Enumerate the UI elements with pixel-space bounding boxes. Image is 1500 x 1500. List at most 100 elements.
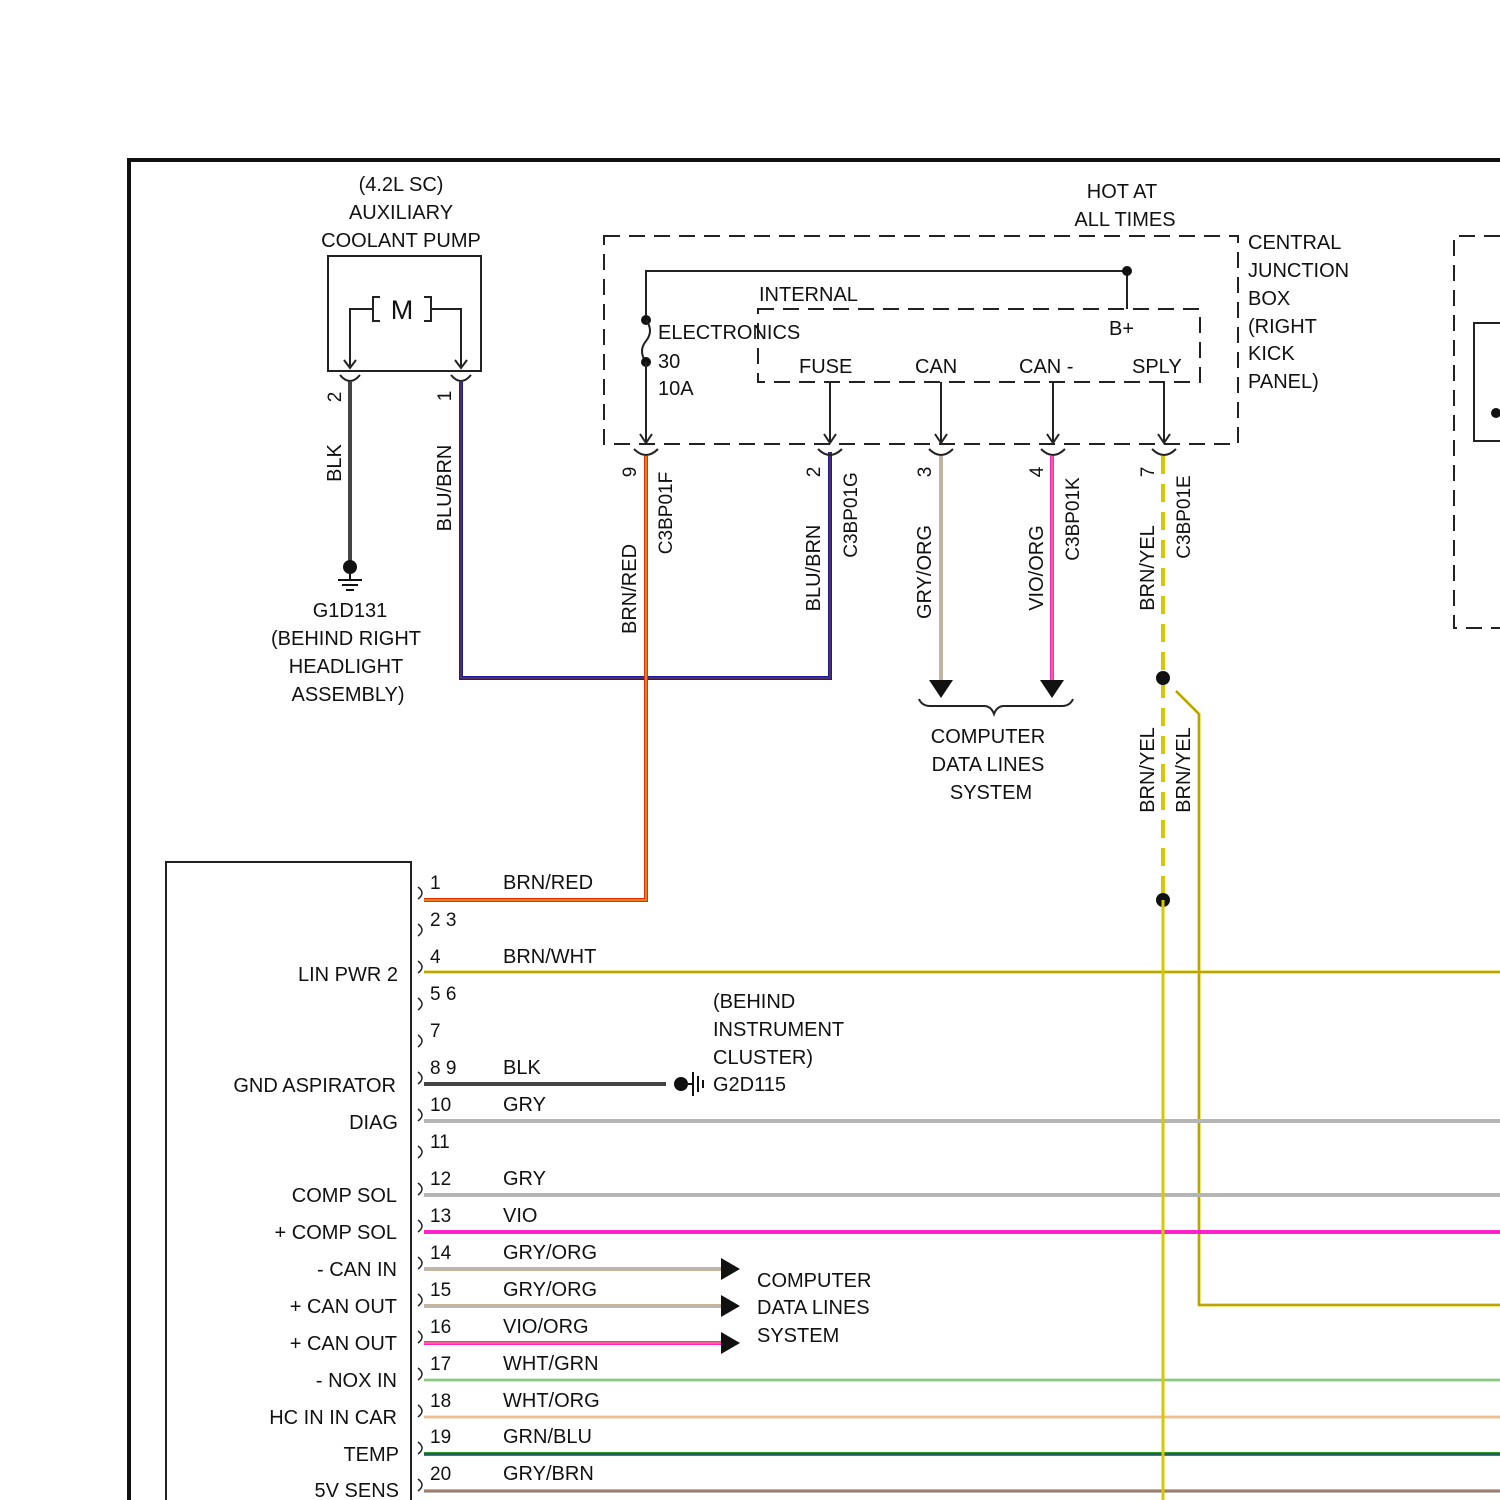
module-wire-label-4: BRN/WHT [503, 946, 596, 968]
module-wire-label-20: GRY/BRN [503, 1463, 594, 1485]
pump-title-line1: (4.2L SC) [359, 174, 444, 196]
module-wire-label-10: GRY [503, 1094, 546, 1116]
wire-label-blu-brn-cjb: BLU/BRN [803, 525, 825, 612]
cjb-name-line5: KICK [1248, 343, 1295, 365]
ground2-loc-line3: CLUSTER) [713, 1047, 813, 1069]
pump-pin-2: 2 [325, 392, 346, 403]
cdl-arrows-top [929, 680, 1064, 698]
func-diag: DIAG [349, 1112, 398, 1134]
electronics-label: ELECTRONICS [658, 322, 800, 344]
module-wire-label-17: WHT/GRN [503, 1353, 599, 1375]
wire-label-brn-red-top: BRN/RED [619, 544, 641, 634]
ground-g1d131: G1D131 (BEHIND RIGHT HEADLIGHT ASSEMBLY) [271, 560, 421, 706]
ground1-loc-line3: ASSEMBLY) [292, 684, 405, 706]
connector-c3bp01k: C3BP01K [1063, 477, 1084, 561]
module-wire-label-19: GRN/BLU [503, 1426, 592, 1448]
module-pin-brackets [418, 887, 422, 1491]
cjb-pin-9: 9 [620, 467, 641, 478]
fuse-pin-label: FUSE [799, 356, 852, 378]
wire-label-brn-yel-cjb: BRN/YEL [1137, 525, 1159, 611]
ground-g2d115: G2D115 (BEHIND INSTRUMENT CLUSTER) [674, 991, 844, 1096]
cjb-name-line2: JUNCTION [1248, 260, 1349, 282]
splice-top [1156, 671, 1170, 685]
connector-c3bp01g: C3BP01G [841, 472, 862, 558]
func-nox-in: - NOX IN [316, 1370, 397, 1392]
central-junction-box: HOT AT ALL TIMES CENTRAL JUNCTION BOX (R… [604, 181, 1349, 634]
adjacent-component-inner [1474, 323, 1500, 441]
module-wire-label-15: GRY/ORG [503, 1279, 597, 1301]
module-pin-4: 4 [430, 947, 441, 968]
func-comp-sol: COMP SOL [292, 1185, 397, 1207]
wire-label-gry-org-cjb: GRY/ORG [914, 525, 936, 619]
module-pin-15: 15 [430, 1280, 451, 1301]
func-plus-comp-sol: + COMP SOL [275, 1222, 397, 1244]
cjb-pin-3: 3 [915, 467, 936, 478]
cjb-pin-2: 2 [804, 467, 825, 478]
can-pin-label: CAN [915, 356, 957, 378]
cjb-name-line4: (RIGHT [1248, 316, 1317, 338]
module-wire-label-8-9: BLK [503, 1057, 541, 1079]
splice-wire-label-2: BRN/YEL [1173, 727, 1195, 813]
pump-title-line3: COOLANT PUMP [321, 230, 481, 252]
func-hc-in-in-car: HC IN IN CAR [269, 1407, 397, 1429]
module-pin-12: 12 [430, 1169, 451, 1190]
module-pin-19: 19 [430, 1427, 451, 1448]
fuse-amperage: 10A [658, 378, 694, 400]
cdl-bottom-line1: COMPUTER [757, 1270, 871, 1292]
module-wire-label-14: GRY/ORG [503, 1242, 597, 1264]
module-wire-label-13: VIO [503, 1205, 537, 1227]
module-pin-16: 16 [430, 1317, 451, 1338]
module-pin-14: 14 [430, 1243, 452, 1264]
ground1-loc-line1: (BEHIND RIGHT [271, 628, 421, 650]
cdl-bottom-line2: DATA LINES [757, 1297, 870, 1319]
cjb-connector-symbols [634, 449, 1176, 455]
cjb-pin-arrows [640, 434, 1170, 443]
module-pin-7: 7 [430, 1021, 441, 1042]
ground1-loc-line2: HEADLIGHT [289, 656, 403, 678]
func-lin-pwr-2: LIN PWR 2 [298, 964, 398, 986]
adjacent-component-outline [1454, 236, 1500, 628]
module-pin-1: 1 [430, 873, 441, 894]
auxiliary-coolant-pump: (4.2L SC) AUXILIARY COOLANT PUMP M 2 1 B… [321, 174, 481, 531]
wire-label-blu-brn: BLU/BRN [434, 445, 456, 532]
module-box [166, 862, 411, 1500]
cdl-top-line1: COMPUTER [931, 726, 1045, 748]
cjb-name-line3: BOX [1248, 288, 1290, 310]
can-minus-pin-label: CAN - [1019, 356, 1073, 378]
hot-bus [646, 271, 1127, 320]
cdl-arrows-bottom [721, 1258, 740, 1354]
func-can-out-1: + CAN OUT [290, 1296, 397, 1318]
pump-title-line2: AUXILIARY [349, 202, 453, 224]
module-pin-11: 11 [430, 1132, 450, 1153]
hot-at-line1: HOT AT [1087, 181, 1157, 203]
module-wire-label-18: WHT/ORG [503, 1390, 600, 1412]
splice-wire-label-1: BRN/YEL [1137, 727, 1159, 813]
func-can-in: - CAN IN [317, 1259, 397, 1281]
func-gnd-aspirator: GND ASPIRATOR [233, 1075, 396, 1097]
pump-pin-1: 1 [435, 391, 456, 402]
cjb-name-line1: CENTRAL [1248, 232, 1341, 254]
cdl-top-line2: DATA LINES [932, 754, 1045, 776]
motor-symbol: M [344, 295, 467, 368]
module-pin-18: 18 [430, 1391, 451, 1412]
connector-c3bp01f: C3BP01F [656, 472, 677, 554]
cdl-bottom-line3: SYSTEM [757, 1325, 839, 1347]
module-pin-13: 13 [430, 1206, 451, 1227]
module-pin-17: 17 [430, 1354, 451, 1375]
cjb-name-line6: PANEL) [1248, 371, 1319, 393]
cdl-top-line3: SYSTEM [950, 782, 1032, 804]
module-pin-20: 20 [430, 1464, 451, 1485]
cdl-brace-top [919, 699, 1073, 714]
fuse-symbol [642, 320, 650, 362]
wire-label-blk: BLK [324, 443, 346, 481]
wire-brn-yel-branch [1176, 691, 1500, 1305]
module-pin-2-3: 2 3 [430, 910, 456, 931]
sply-pin-label: SPLY [1132, 356, 1182, 378]
cjb-pin-7: 7 [1138, 467, 1159, 478]
internal-label: INTERNAL [759, 284, 858, 306]
ground2-loc-line2: INSTRUMENT [713, 1019, 844, 1041]
cjb-pin-4: 4 [1027, 466, 1048, 477]
ground2-id: G2D115 [713, 1074, 786, 1096]
func-can-out-2: + CAN OUT [290, 1333, 397, 1355]
